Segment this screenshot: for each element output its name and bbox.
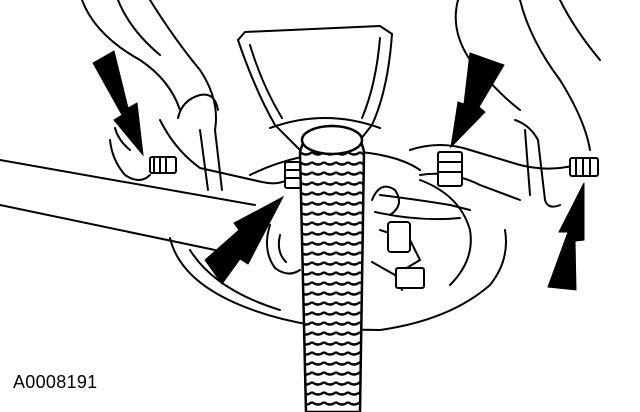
figure-id-label: A0008191 <box>13 372 98 392</box>
corrugated-hose <box>298 124 366 412</box>
callout-arrow-top-left <box>92 50 144 157</box>
lower-bolt <box>387 221 425 289</box>
right-stud <box>569 157 599 177</box>
left-control-arm <box>0 93 291 251</box>
lower-fittings <box>265 185 471 291</box>
left-stud <box>149 156 177 174</box>
upper-body-outline <box>81 0 601 151</box>
callout-arrow-top-right <box>450 52 505 149</box>
callout-arrow-bottom-right <box>547 182 585 291</box>
center-right-nut <box>437 151 463 187</box>
right-control-arm <box>409 119 581 208</box>
callout-arrow-center <box>204 195 285 285</box>
